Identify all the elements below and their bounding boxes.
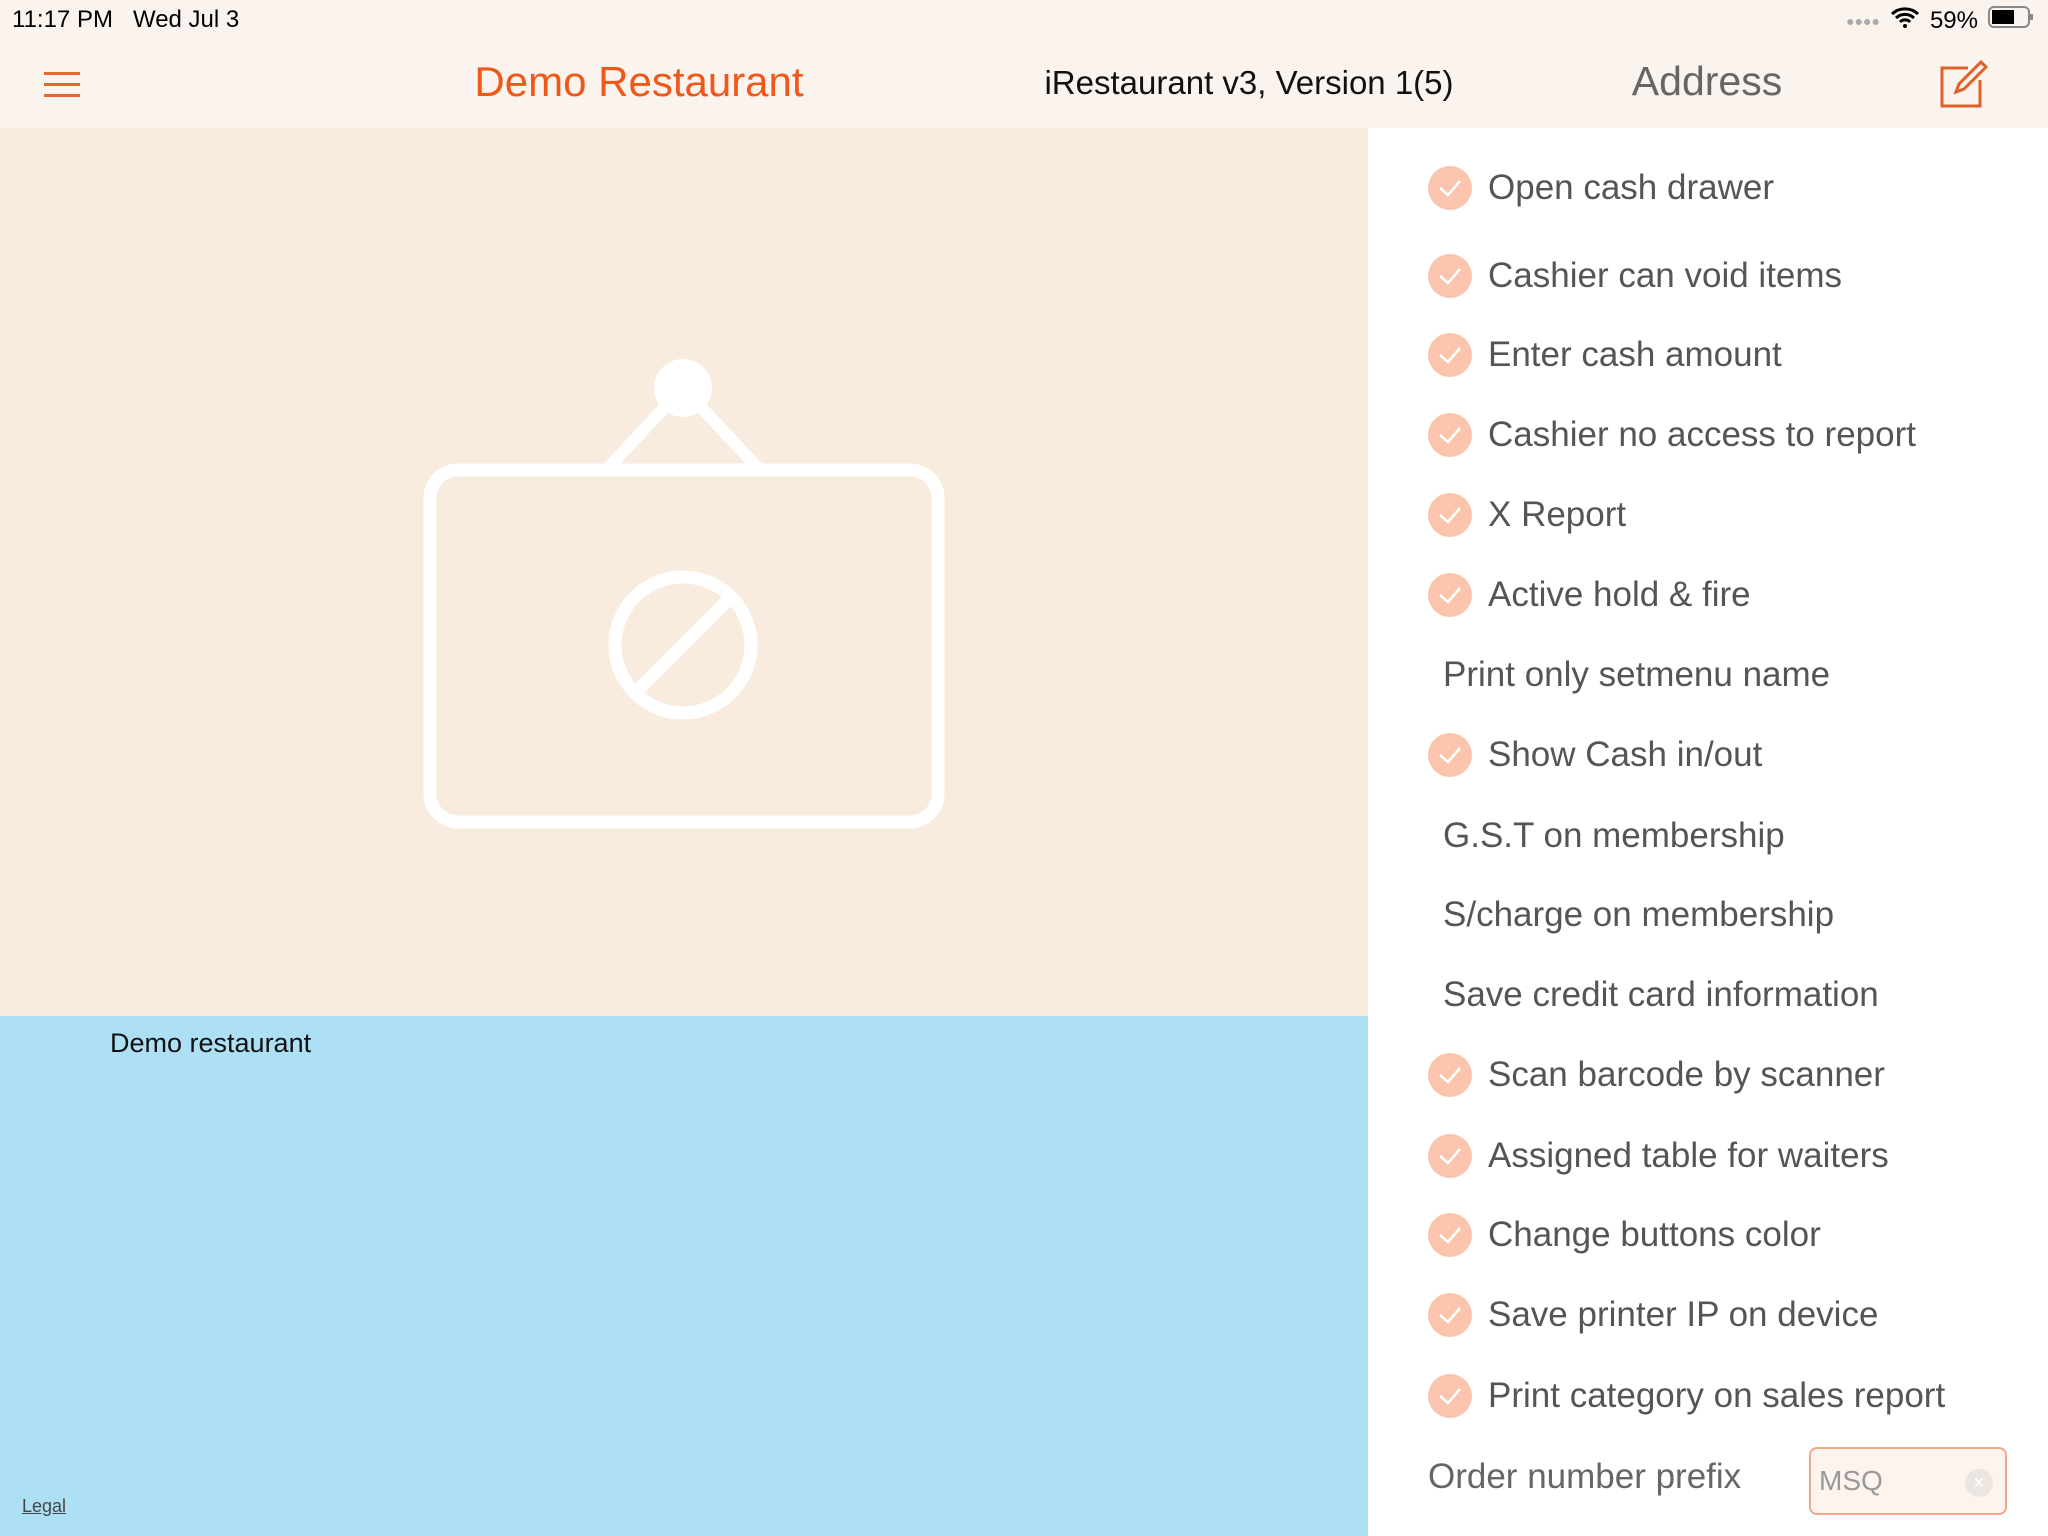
setting-item[interactable]: Open cash drawer	[1368, 158, 2048, 218]
setting-label: X Report	[1488, 495, 1627, 534]
app-version: iRestaurant v3, Version 1(5)	[1044, 64, 1454, 101]
setting-label: Cashier no access to report	[1488, 415, 1916, 454]
legal-link[interactable]: Legal	[22, 1496, 67, 1516]
check-icon	[1428, 493, 1472, 537]
setting-label: Assigned table for waiters	[1488, 1136, 1889, 1175]
setting-item[interactable]: Save credit card information	[1368, 965, 2048, 1025]
setting-label: Print category on sales report	[1488, 1376, 1946, 1415]
address-label[interactable]: Address	[1631, 58, 1783, 104]
check-icon	[1428, 1374, 1472, 1418]
setting-label: Cashier can void items	[1488, 256, 1843, 295]
setting-item[interactable]: Cashier no access to report	[1368, 405, 2048, 465]
setting-item[interactable]: Active hold & fire	[1368, 565, 2048, 625]
nav-header: Demo Restaurant iRestaurant v3, Version …	[0, 40, 2048, 128]
check-icon	[1428, 1053, 1472, 1097]
order-prefix-label: Order number prefix	[1428, 1457, 1742, 1496]
setting-label: Save printer IP on device	[1488, 1295, 1879, 1334]
setting-item[interactable]: Show Cash in/out	[1368, 725, 2048, 785]
setting-item[interactable]: S/charge on membership	[1368, 885, 2048, 945]
check-icon	[1428, 413, 1472, 457]
setting-item[interactable]: G.S.T on membership	[1368, 806, 2048, 866]
setting-label: Save credit card information	[1443, 975, 1879, 1014]
setting-label: Active hold & fire	[1488, 575, 1751, 614]
setting-item[interactable]: Change buttons color	[1368, 1205, 2048, 1265]
check-icon	[1428, 573, 1472, 617]
settings-panel: Order number prefix MSQ × Open cash draw…	[1368, 128, 2048, 1536]
restaurant-name: Demo restaurant	[110, 1028, 312, 1058]
menu-icon[interactable]	[44, 72, 80, 98]
setting-item[interactable]: X Report	[1368, 485, 2048, 545]
setting-label: Print only setmenu name	[1443, 655, 1831, 694]
battery-percent: 59%	[1929, 6, 1978, 34]
setting-label: Show Cash in/out	[1488, 735, 1763, 774]
check-icon	[1428, 333, 1472, 377]
signal-icon: ●●●●	[1846, 12, 1880, 29]
restaurant-title: Demo Restaurant	[474, 58, 804, 105]
setting-label: S/charge on membership	[1443, 895, 1835, 934]
status-bar: 11:17 PM Wed Jul 3 ●●●● 59%	[0, 0, 2048, 40]
setting-label: G.S.T on membership	[1443, 816, 1785, 855]
setting-label: Enter cash amount	[1488, 335, 1782, 374]
check-icon	[1428, 254, 1472, 298]
restaurant-image-area	[0, 128, 1368, 1016]
setting-label: Scan barcode by scanner	[1488, 1055, 1885, 1094]
setting-item[interactable]: Enter cash amount	[1368, 325, 2048, 385]
no-image-sign-icon	[423, 359, 945, 829]
setting-item[interactable]: Print category on sales report	[1368, 1366, 2048, 1426]
setting-label: Open cash drawer	[1488, 168, 1774, 207]
battery-icon	[1988, 6, 2034, 35]
setting-item[interactable]: Scan barcode by scanner	[1368, 1045, 2048, 1105]
setting-label: Change buttons color	[1488, 1215, 1821, 1254]
setting-item[interactable]: Save printer IP on device	[1368, 1285, 2048, 1345]
check-icon	[1428, 1213, 1472, 1257]
order-prefix-value: MSQ	[1819, 1465, 1883, 1496]
status-time: 11:17 PM Wed Jul 3	[12, 6, 240, 33]
check-icon	[1428, 1134, 1472, 1178]
setting-item[interactable]: Cashier can void items	[1368, 246, 2048, 306]
setting-item[interactable]: Assigned table for waiters	[1368, 1126, 2048, 1186]
order-prefix-input[interactable]: MSQ ×	[1809, 1447, 2007, 1515]
check-icon	[1428, 166, 1472, 210]
check-icon	[1428, 1293, 1472, 1337]
clear-icon[interactable]: ×	[1965, 1469, 1993, 1497]
setting-item[interactable]: Print only setmenu name	[1368, 645, 2048, 705]
check-icon	[1428, 733, 1472, 777]
wifi-icon	[1890, 6, 1920, 35]
edit-icon[interactable]	[1938, 58, 1989, 108]
restaurant-info-area: Demo restaurant Legal	[0, 1016, 1368, 1536]
